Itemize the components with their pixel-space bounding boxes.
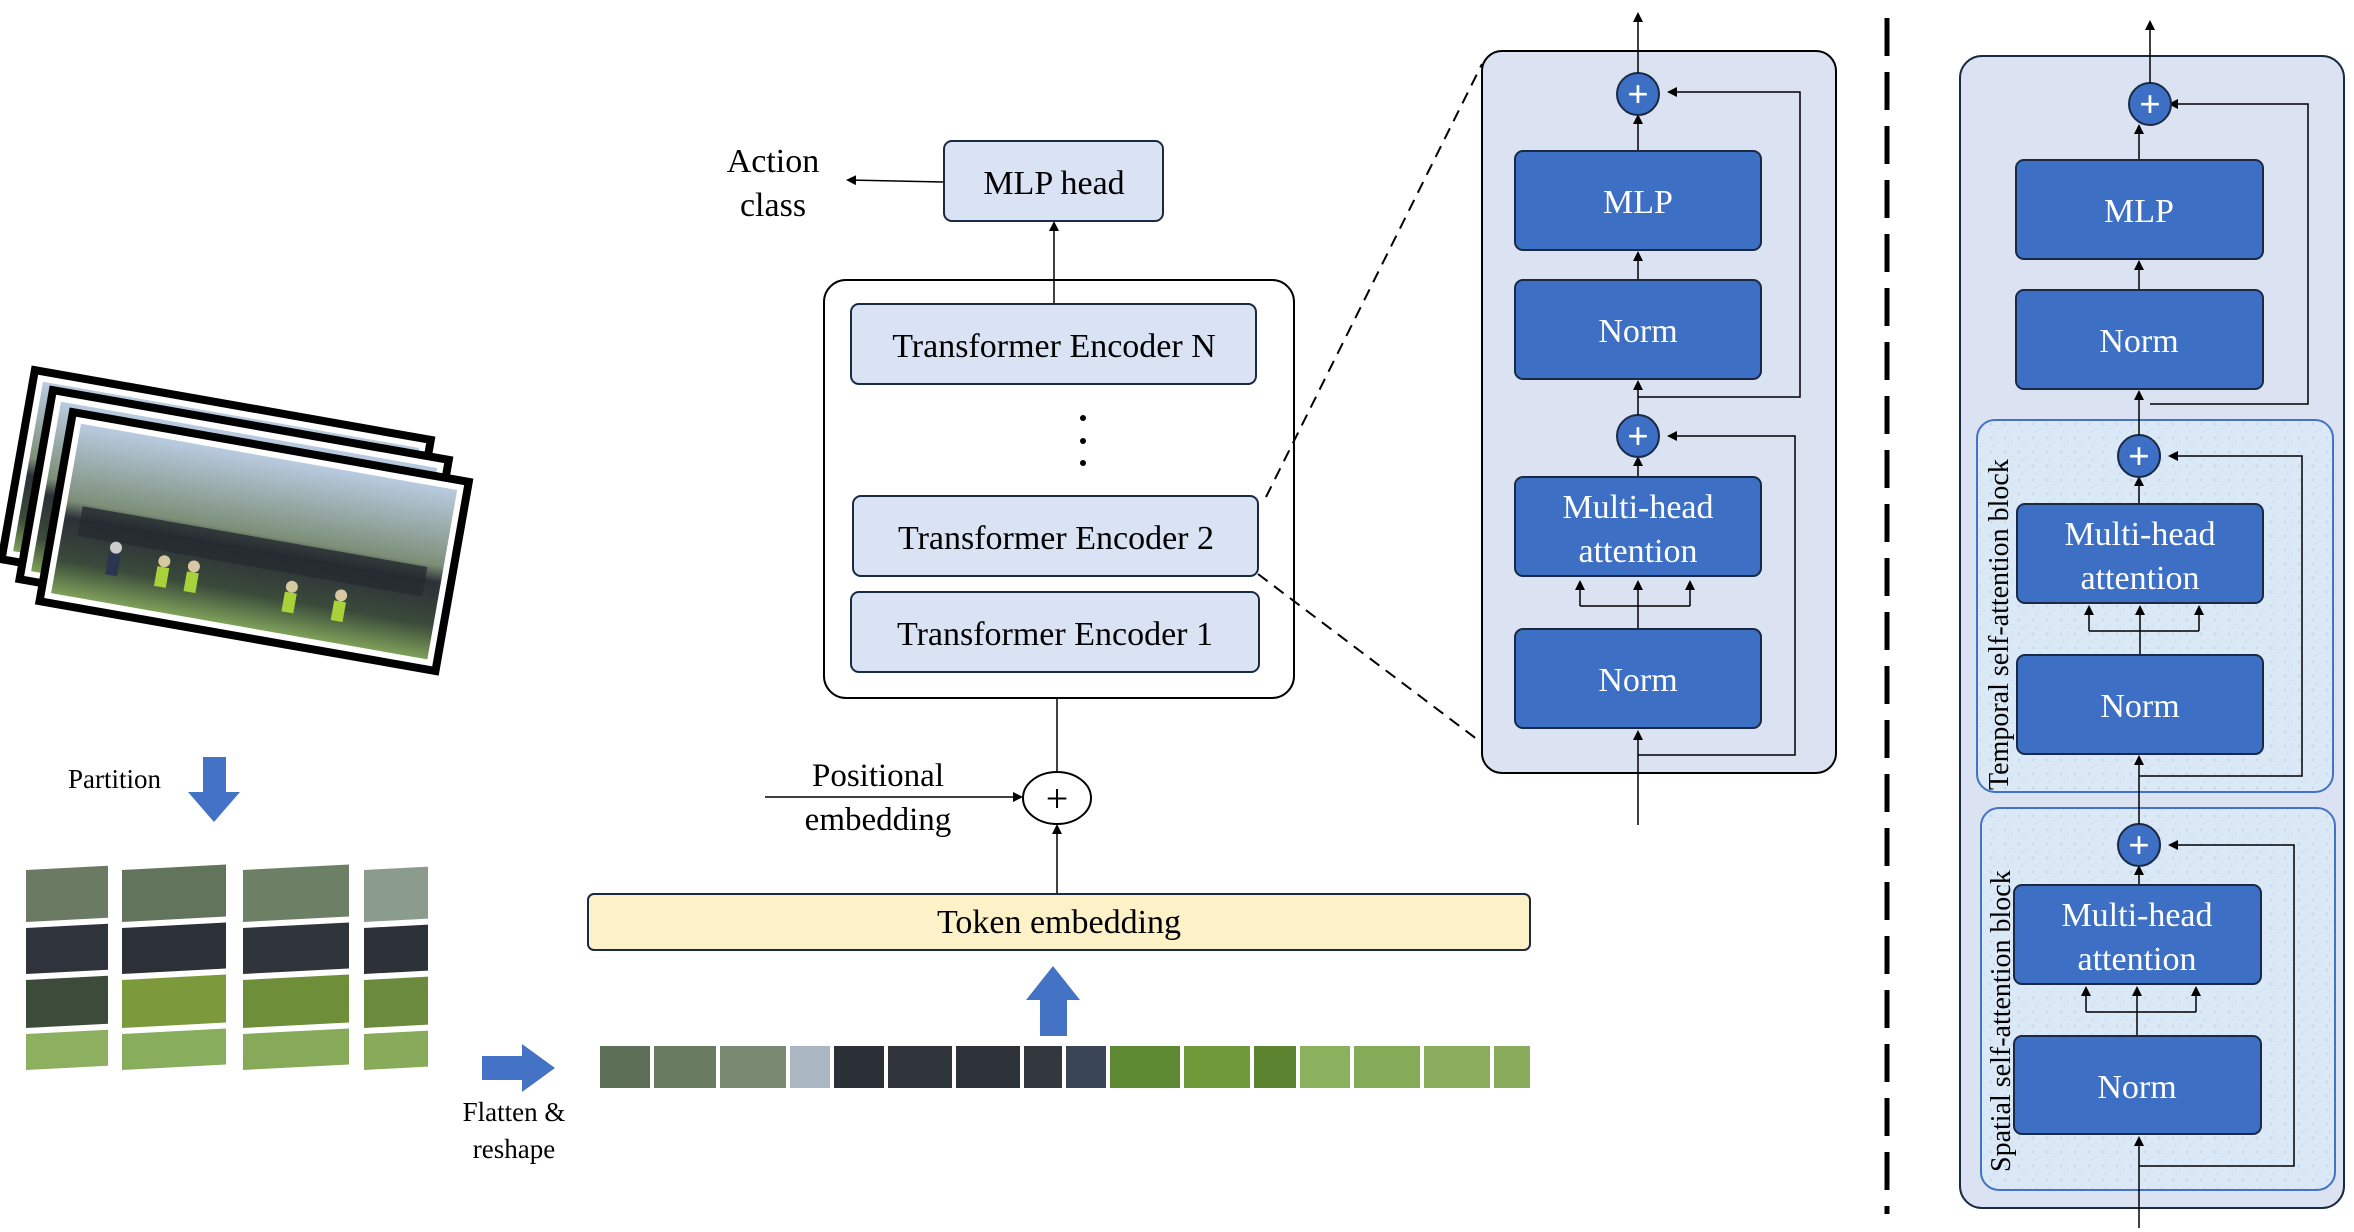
detail-norm-bottom [1514,628,1762,729]
partition-arrow [188,757,240,822]
spatial-add-glyph: + [2128,825,2150,867]
divided-norm-top-box [2015,289,2264,390]
temporal-mha-line2: attention [2081,560,2200,597]
temporal-residual [2139,451,2303,777]
encoder-n-label: Transformer Encoder N [892,328,1216,365]
encoder-1-label: Transformer Encoder 1 [897,616,1213,653]
zoom-line-bottom [1257,573,1483,744]
detail-mlp-label: MLP [1603,184,1673,221]
mlphead-to-class-arrow [846,175,944,186]
detail-residual-2 [1638,87,1801,398]
spatial-block-label: Spatial self-attention block [1986,870,2017,1172]
encoder-2-label: Transformer Encoder 2 [898,520,1214,557]
encoder-ellipsis [1080,415,1086,466]
detail-norm-bottom-label: Norm [1598,662,1677,699]
flatten-arrow [482,1044,555,1092]
divided-norm-top-label: Norm [2099,323,2178,360]
mlp-head-box [943,140,1164,222]
spatial-mha-box [2013,884,2262,985]
spatial-mha-line2: attention [2078,941,2197,978]
patch-grid [26,864,428,1070]
action-class-line2: class [740,187,806,224]
temporal-mha-line1: Multi-head [2064,516,2215,553]
detail-norm-top [1514,279,1762,380]
detail-mlp-box [1514,150,1762,251]
token-embedding-box [587,893,1531,951]
token-up-arrow [1026,966,1080,1036]
detail-norm-top-label: Norm [1598,313,1677,350]
video-frames-stack [0,365,474,676]
temporal-norm-label: Norm [2100,688,2179,725]
positional-add-circle [1022,771,1092,825]
encoder-n-box [850,303,1257,385]
encoder-1-box [850,591,1260,673]
spatial-norm-box [2013,1035,2262,1135]
spatial-mha-line1: Multi-head [2061,897,2212,934]
spatial-residual [2139,840,2295,1167]
temporal-mha-box [2016,503,2264,604]
detail-add-glyph-1: + [1627,416,1649,458]
token-patch-strip [600,1046,1530,1088]
token-embedding-label: Token embedding [937,904,1181,941]
positional-plus-glyph: + [1046,776,1069,821]
temporal-norm-box [2016,654,2264,755]
detail-add-glyph-2: + [1627,74,1649,116]
action-class-line1: Action [727,143,820,180]
temporal-add-glyph: + [2128,436,2150,478]
zoom-line-top [1265,63,1483,498]
partition-label: Partition [68,764,161,794]
mlp-residual [2150,99,2309,405]
detail-residual-1 [1638,431,1796,756]
positional-label-line2: embedding [805,802,952,838]
spatial-norm-label: Norm [2097,1069,2176,1106]
detail-mha-line2: attention [1579,533,1698,570]
divided-mlp-box [2015,159,2264,260]
flatten-label-line2: reshape [473,1134,555,1164]
mlp-head-label: MLP head [983,165,1124,202]
divided-mlp-label: MLP [2104,193,2174,230]
detail-mha-line1: Multi-head [1562,489,1713,526]
flatten-label-line1: Flatten & [463,1097,566,1127]
encoder-2-box [852,495,1259,577]
detail-mha-box [1514,476,1762,577]
positional-label-line1: Positional [812,758,944,794]
temporal-block-label: Temporal self-attention block [1984,459,2015,790]
divided-add-glyph: + [2139,84,2161,126]
